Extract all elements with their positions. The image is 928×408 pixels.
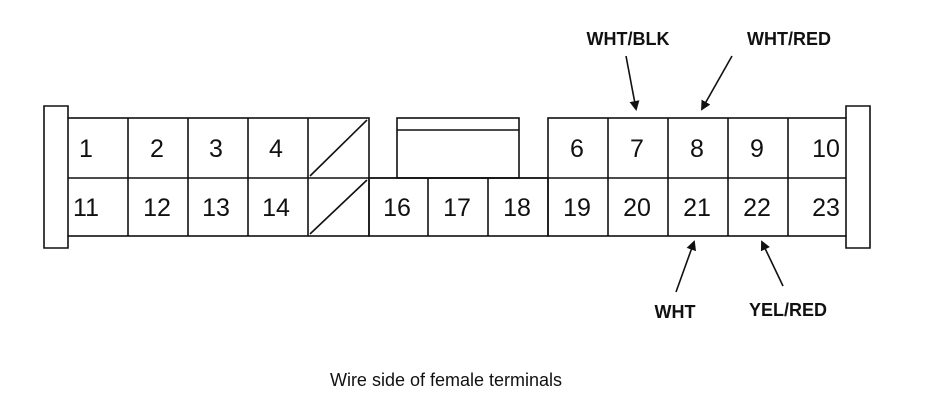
- terminal-8: 8: [690, 135, 704, 163]
- terminal-14: 14: [262, 194, 290, 222]
- terminal-16: 16: [383, 194, 411, 222]
- terminal-22: 22: [743, 194, 771, 222]
- wire-label-wht-red: WHT/RED: [747, 29, 831, 49]
- arrow-wht: [675, 240, 696, 293]
- terminal-9: 9: [750, 135, 764, 163]
- terminal-row-top: 1 2 3 4 6 7 8 9 10: [79, 135, 840, 163]
- terminal-2: 2: [150, 135, 164, 163]
- terminal-3: 3: [209, 135, 223, 163]
- terminal-6: 6: [570, 135, 584, 163]
- wire-label-wht: WHT: [655, 302, 696, 322]
- arrow-wht-red: [701, 55, 733, 111]
- terminal-11: 11: [73, 194, 99, 222]
- terminal-4: 4: [269, 135, 283, 163]
- terminal-10: 10: [812, 135, 840, 163]
- arrow-wht-blk: [625, 55, 640, 111]
- terminal-20: 20: [623, 194, 651, 222]
- terminal-21: 21: [683, 194, 711, 222]
- wire-callouts: WHT/BLK WHT/RED WHT YEL/RED: [587, 29, 831, 322]
- terminal-12: 12: [143, 194, 171, 222]
- terminal-1: 1: [79, 135, 93, 163]
- wire-label-wht-blk: WHT/BLK: [587, 29, 670, 49]
- terminal-17: 17: [443, 194, 471, 222]
- diagram-caption: Wire side of female terminals: [330, 370, 562, 390]
- terminal-13: 13: [202, 194, 230, 222]
- connector-housing: [43, 105, 871, 249]
- terminal-7: 7: [630, 135, 644, 163]
- wire-label-yel-red: YEL/RED: [749, 300, 827, 320]
- terminal-18: 18: [503, 194, 531, 222]
- terminal-19: 19: [563, 194, 591, 222]
- arrow-yel-red: [760, 240, 784, 287]
- terminal-23: 23: [812, 194, 840, 222]
- terminal-row-bottom: 11 12 13 14 16 17 18 19 20 21 22 23: [73, 194, 840, 222]
